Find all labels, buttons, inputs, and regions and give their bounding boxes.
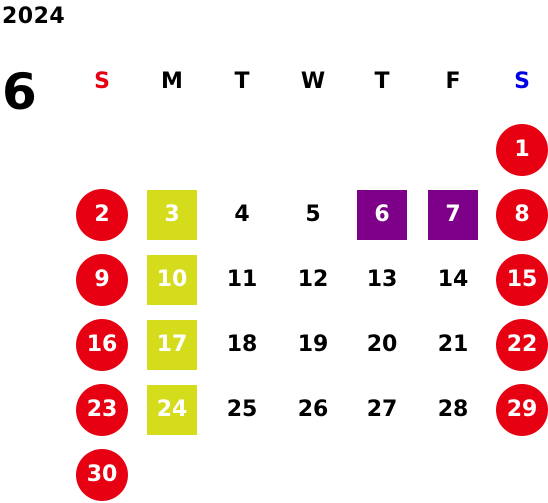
day-number: 16	[86, 332, 118, 357]
day-cell-plain[interactable]: 4	[216, 189, 268, 241]
day-number: 29	[506, 397, 538, 422]
weekday-header-saturday: S	[514, 69, 530, 94]
day-number: 15	[506, 267, 538, 292]
day-number: 22	[506, 332, 538, 357]
day-number: 20	[366, 332, 398, 357]
day-cell-plain[interactable]: 27	[356, 384, 408, 436]
day-cell-plain[interactable]: 14	[427, 254, 479, 306]
day-number: 23	[86, 397, 118, 422]
day-cell-holiday[interactable]: 15	[496, 254, 548, 306]
day-number: 13	[366, 267, 398, 292]
weekday-header-tuesday: T	[234, 69, 250, 94]
year-label: 2024	[2, 4, 66, 29]
day-cell-plain[interactable]: 26	[287, 384, 339, 436]
day-cell-plain[interactable]: 11	[216, 254, 268, 306]
day-cell-holiday[interactable]: 22	[496, 319, 548, 371]
day-number: 14	[437, 267, 469, 292]
day-cell-plain[interactable]: 20	[356, 319, 408, 371]
day-cell-holiday[interactable]: 23	[76, 384, 128, 436]
day-number: 21	[437, 332, 469, 357]
day-cell-plain[interactable]: 28	[427, 384, 479, 436]
day-number: 19	[297, 332, 329, 357]
weekday-header-thursday: T	[374, 69, 390, 94]
day-cell-holiday[interactable]: 30	[76, 449, 128, 501]
day-number: 9	[94, 267, 110, 292]
day-number: 5	[305, 202, 321, 227]
day-cell-plain[interactable]: 13	[356, 254, 408, 306]
weekday-header-friday: F	[445, 69, 461, 94]
day-cell-plain[interactable]: 19	[287, 319, 339, 371]
day-number: 18	[226, 332, 258, 357]
day-number: 27	[366, 397, 398, 422]
weekday-header-sunday: S	[94, 69, 110, 94]
day-cell-purple-highlight[interactable]: 6	[357, 190, 407, 240]
day-cell-lime-highlight[interactable]: 3	[147, 190, 197, 240]
day-cell-plain[interactable]: 18	[216, 319, 268, 371]
day-cell-plain[interactable]: 12	[287, 254, 339, 306]
day-number: 24	[156, 397, 188, 422]
month-number: 6	[2, 63, 37, 121]
day-cell-lime-highlight[interactable]: 17	[147, 320, 197, 370]
day-number: 12	[297, 267, 329, 292]
day-number: 10	[156, 267, 188, 292]
day-cell-lime-highlight[interactable]: 24	[147, 385, 197, 435]
day-number: 30	[86, 462, 118, 487]
weekday-header-wednesday: W	[300, 69, 326, 94]
day-number: 3	[164, 202, 180, 227]
day-number: 11	[226, 267, 258, 292]
weekday-header-monday: M	[161, 69, 183, 94]
day-cell-holiday[interactable]: 2	[76, 189, 128, 241]
day-cell-plain[interactable]: 5	[287, 189, 339, 241]
day-number: 17	[156, 332, 188, 357]
day-cell-plain[interactable]: 21	[427, 319, 479, 371]
day-number: 7	[445, 202, 461, 227]
day-cell-holiday[interactable]: 8	[496, 189, 548, 241]
day-number: 28	[437, 397, 469, 422]
day-number: 1	[514, 137, 530, 162]
day-cell-holiday[interactable]: 1	[496, 124, 548, 176]
day-number: 25	[226, 397, 258, 422]
day-number: 8	[514, 202, 530, 227]
day-number: 2	[94, 202, 110, 227]
day-cell-holiday[interactable]: 9	[76, 254, 128, 306]
day-number: 26	[297, 397, 329, 422]
day-number: 6	[374, 202, 390, 227]
day-cell-purple-highlight[interactable]: 7	[428, 190, 478, 240]
day-cell-lime-highlight[interactable]: 10	[147, 255, 197, 305]
day-cell-holiday[interactable]: 16	[76, 319, 128, 371]
day-cell-plain[interactable]: 25	[216, 384, 268, 436]
day-cell-holiday[interactable]: 29	[496, 384, 548, 436]
day-number: 4	[234, 202, 250, 227]
